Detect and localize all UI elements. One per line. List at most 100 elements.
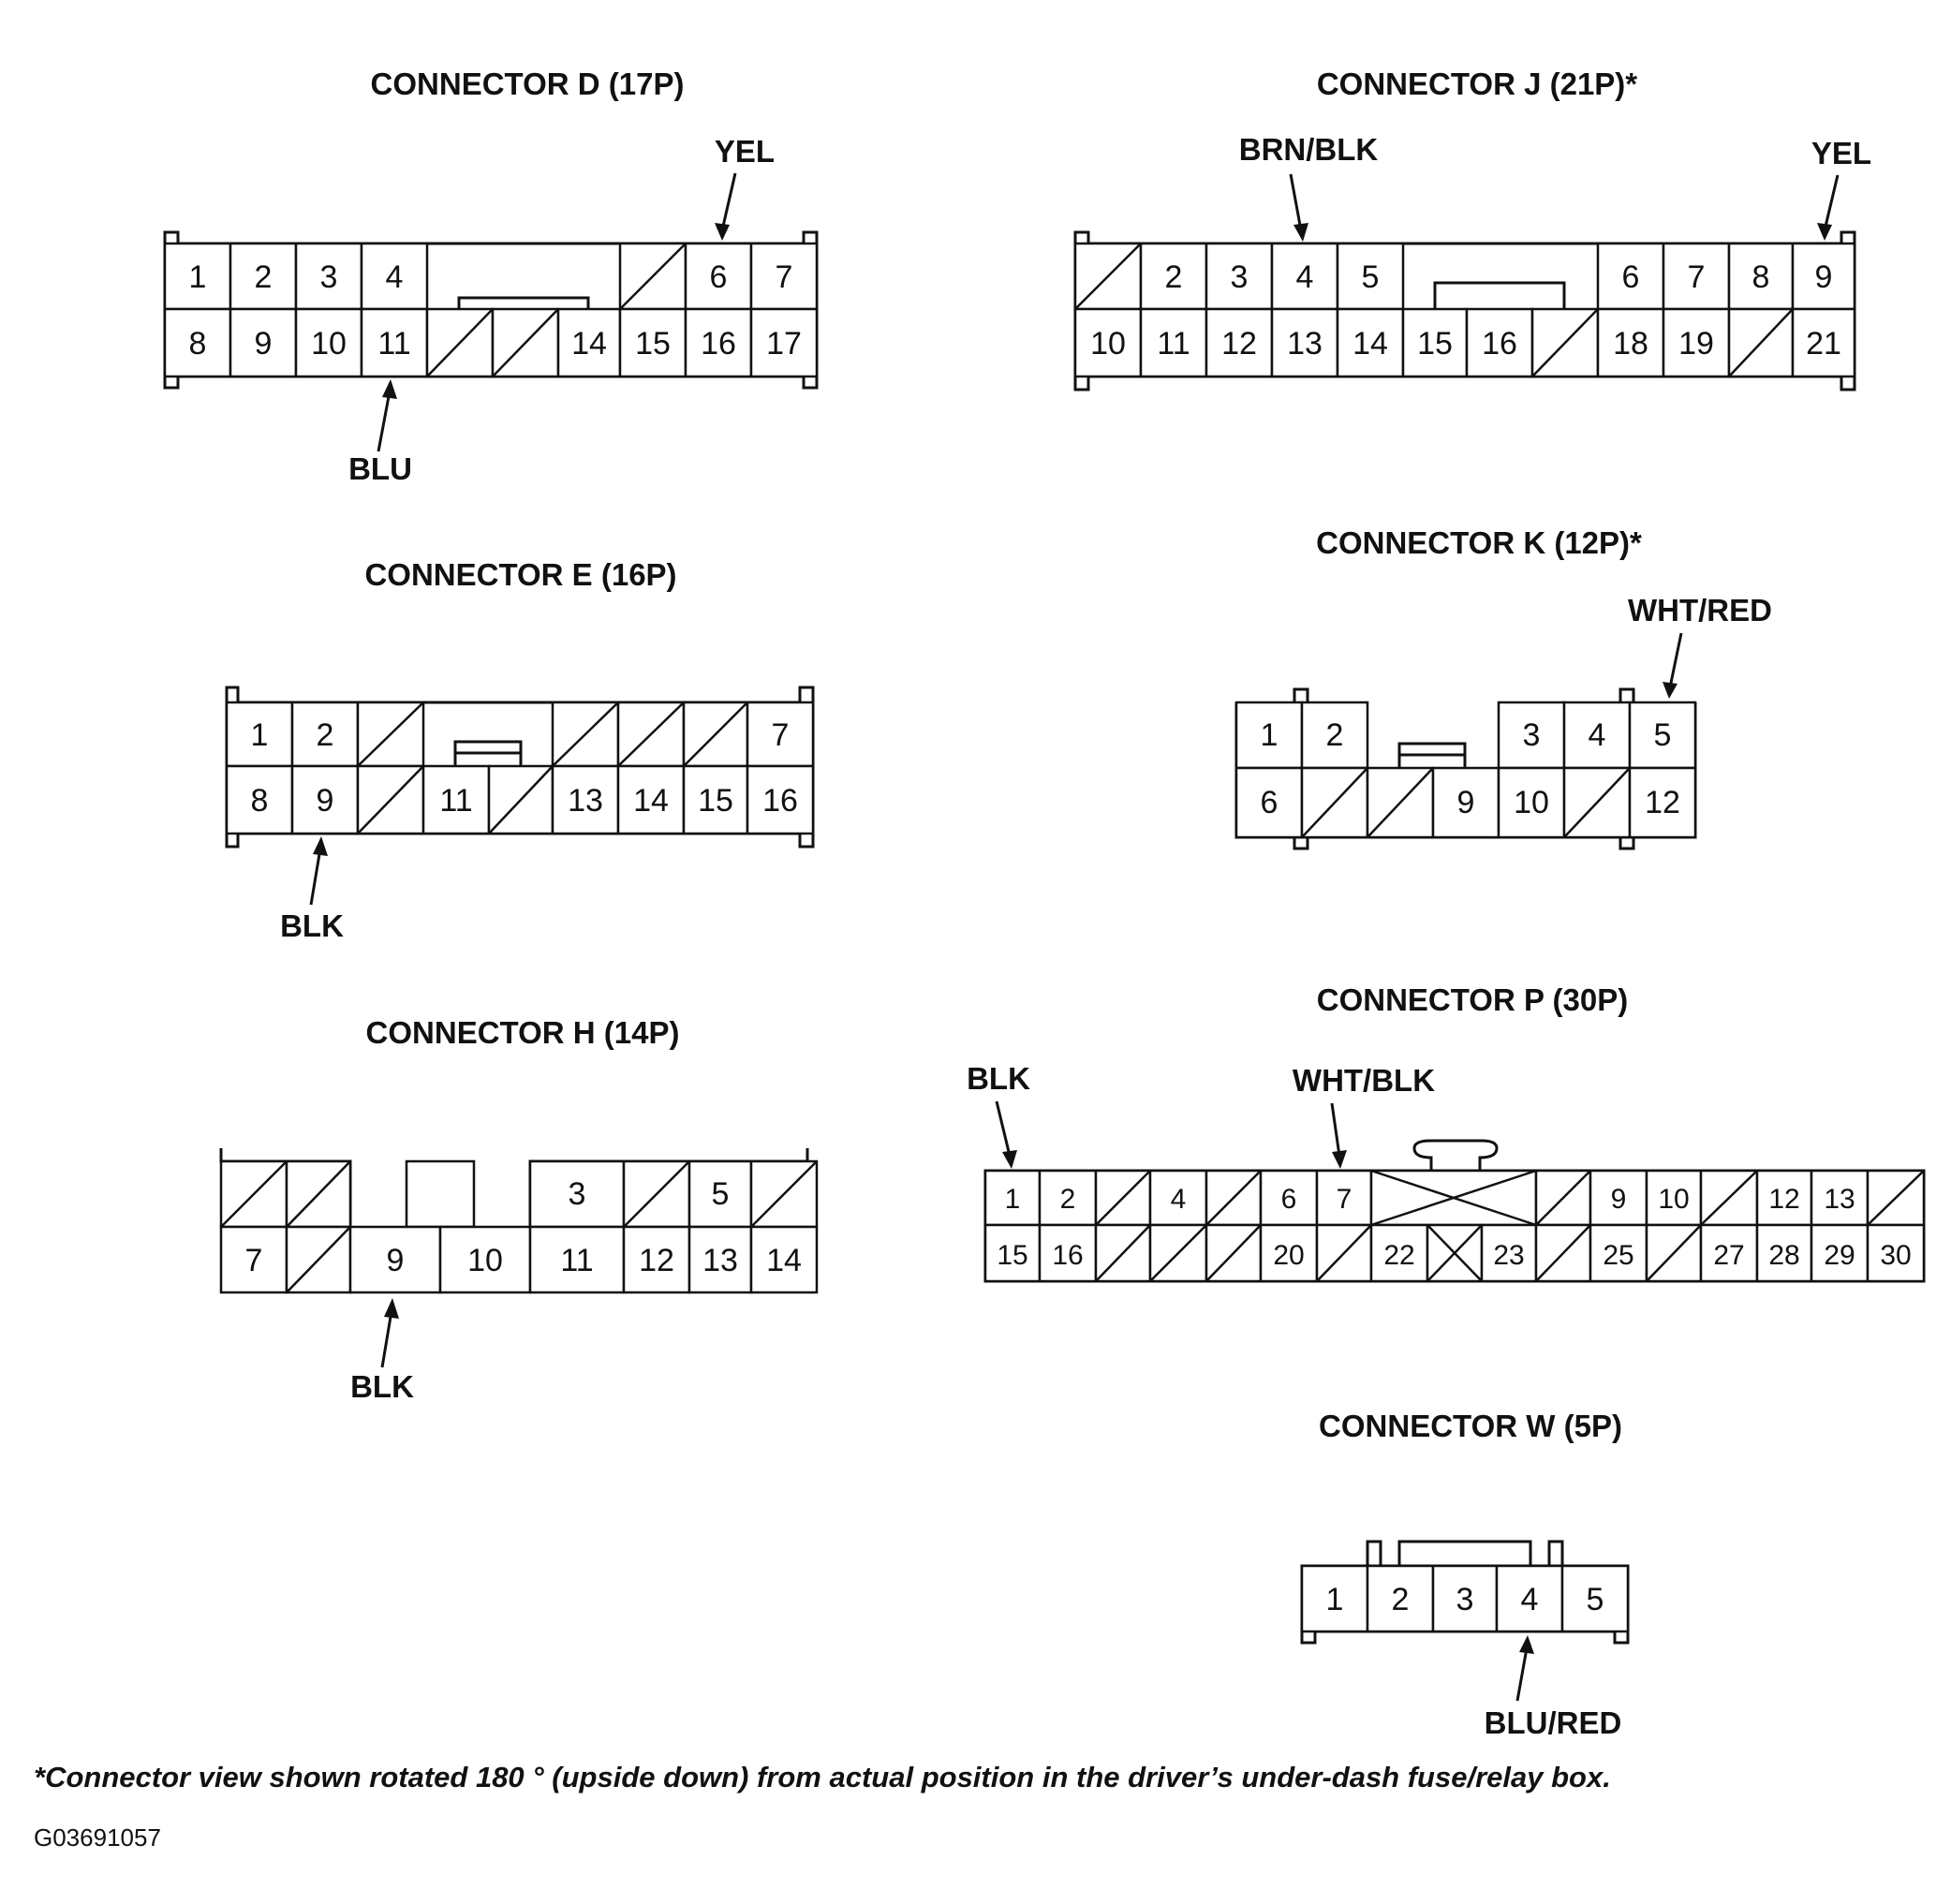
pin-number: 6	[1261, 785, 1278, 820]
pin-number: 6	[1622, 259, 1640, 295]
connector-e: CONNECTOR E (16P) 1 2 7 8 9 11 13 14	[225, 557, 815, 943]
pin-number: 3	[1456, 1582, 1474, 1617]
pin-number: 29	[1824, 1240, 1855, 1271]
arrow-head	[1663, 682, 1678, 699]
pin-number: 13	[1287, 326, 1323, 362]
pin-number: 4	[386, 259, 404, 295]
housing-latches	[1366, 1540, 1564, 1566]
pin-number: 7	[1688, 259, 1706, 295]
pin-number: 7	[245, 1243, 263, 1278]
wire-arrow	[377, 391, 392, 452]
pin-number: 17	[766, 326, 802, 362]
pin-number: 15	[1417, 326, 1453, 362]
pin-number: 1	[1326, 1582, 1344, 1617]
pin-number: 1	[251, 717, 269, 753]
connector-w: CONNECTOR W (5P) 1 2 3 4 5 BLU/RED	[1300, 1409, 1630, 1740]
pin-numbers: 1 2 7 8 9 11 13 14 15 16	[251, 717, 798, 819]
pin-number: 11	[377, 326, 410, 362]
wire-color-label: BLK	[350, 1369, 414, 1404]
pin-number: 10	[467, 1243, 503, 1278]
wire-arrow	[1823, 174, 1840, 231]
pin-number: 4	[1589, 717, 1606, 753]
pin-number: 21	[1806, 326, 1841, 362]
pin-number: 7	[776, 259, 793, 295]
pin-number: 14	[766, 1243, 802, 1278]
pin-number: 23	[1493, 1240, 1524, 1271]
pin-number: 8	[189, 326, 207, 362]
connector-j-title: CONNECTOR J (21P)*	[1317, 66, 1637, 101]
wire-color-label: BLU	[348, 451, 412, 486]
pin-number: 16	[1482, 326, 1517, 362]
pin-number: 14	[571, 326, 607, 362]
pin-grid	[225, 701, 815, 835]
pin-number: 4	[1171, 1184, 1187, 1215]
pin-number: 2	[1060, 1184, 1076, 1215]
pin-number: 14	[633, 783, 669, 819]
arrow-head	[313, 836, 328, 856]
pin-number: 12	[639, 1243, 674, 1278]
housing-latches	[219, 1148, 809, 1161]
pin-number: 19	[1678, 326, 1714, 362]
pin-number: 11	[439, 783, 472, 819]
pin-number: 15	[698, 783, 733, 819]
pin-number: 3	[569, 1176, 586, 1212]
pin-grid	[163, 242, 819, 378]
wire-arrow	[1668, 632, 1683, 688]
pin-number: 2	[255, 259, 273, 295]
pin-number: 11	[1157, 326, 1190, 362]
arrow-head	[1519, 1635, 1534, 1654]
figure-code: G03691057	[34, 1823, 161, 1852]
connector-j: CONNECTOR J (21P)* 2 3 4 5 6 7 8 9	[1073, 66, 1871, 391]
arrow-head	[384, 1298, 399, 1319]
pin-number: 15	[997, 1240, 1027, 1271]
wire-arrow	[995, 1100, 1012, 1157]
wire-arrow	[720, 172, 737, 231]
wire-arrow	[380, 1310, 393, 1368]
wire-arrow	[1289, 173, 1303, 231]
pin-number: 8	[1752, 259, 1770, 295]
footnote: *Connector view shown rotated 180 ° (ups…	[34, 1761, 1611, 1793]
housing-latches	[1293, 687, 1635, 850]
arrow-head	[715, 223, 730, 241]
pin-number: 4	[1296, 259, 1314, 295]
pin-number: 9	[387, 1243, 405, 1278]
pin-number: 12	[1645, 785, 1680, 820]
connector-k: CONNECTOR K (12P)* 1 2 3 4 5 6 9 10 12	[1234, 525, 1772, 850]
pin-number: 13	[1824, 1184, 1855, 1215]
pin-number: 10	[1658, 1184, 1689, 1215]
pin-number: 12	[1768, 1184, 1799, 1215]
pin-number: 2	[1392, 1582, 1410, 1617]
pin-grid	[1073, 242, 1856, 378]
pin-number: 6	[710, 259, 728, 295]
locking-tab	[457, 296, 590, 309]
pin-number: 5	[1654, 717, 1672, 753]
connector-p-title: CONNECTOR P (30P)	[1317, 982, 1629, 1017]
pin-number: 13	[568, 783, 603, 819]
pin-number: 13	[702, 1243, 738, 1278]
wire-arrow	[1515, 1647, 1529, 1702]
pin-number: 9	[1611, 1184, 1627, 1215]
pin-grid	[219, 1159, 819, 1294]
pin-numbers: 3 5 7 9 10 11 12 13 14	[245, 1176, 802, 1278]
pin-number: 3	[1231, 259, 1249, 295]
pin-number: 10	[1090, 326, 1126, 362]
pin-number: 25	[1603, 1240, 1633, 1271]
pin-number: 7	[772, 717, 790, 753]
connector-d: CONNECTOR D (17P) 1 2 3 4 6 7 8	[163, 66, 819, 486]
pin-number: 9	[255, 326, 273, 362]
pin-number: 1	[1005, 1184, 1021, 1215]
arrow-head	[382, 379, 397, 399]
pin-number: 9	[1457, 785, 1475, 820]
arrow-head	[1002, 1150, 1017, 1169]
pin-number: 1	[1261, 717, 1278, 753]
locking-tab	[1412, 1139, 1499, 1171]
wire-color-label: BLK	[967, 1061, 1030, 1096]
pin-number: 18	[1613, 326, 1648, 362]
wire-color-label: BLK	[280, 908, 344, 943]
pin-number: 22	[1383, 1240, 1414, 1271]
pin-number: 27	[1713, 1240, 1744, 1271]
key-block	[405, 1159, 476, 1229]
wire-color-label: WHT/RED	[1628, 593, 1772, 627]
pin-grid	[983, 1169, 1926, 1283]
wire-arrow	[1330, 1102, 1341, 1157]
